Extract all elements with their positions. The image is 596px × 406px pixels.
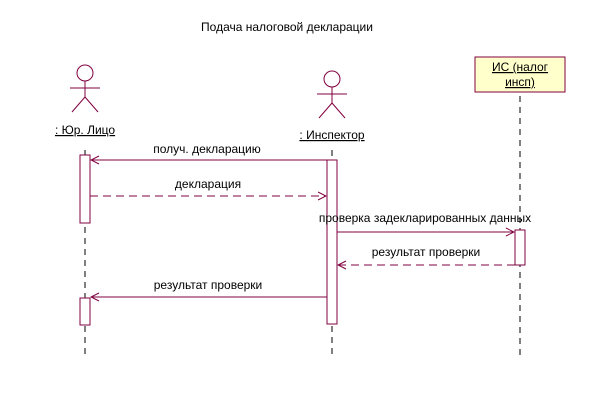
activation-legal-entity-2 (79, 297, 91, 326)
info-system-box (474, 56, 566, 93)
message-m4: результат проверки (338, 245, 515, 265)
actor-inspector-icon (317, 70, 347, 119)
activation-info-system (514, 229, 526, 266)
message-m4-label: результат проверки (372, 245, 481, 259)
info-system-name-line1: ИС (налог (492, 60, 549, 74)
participant-inspector: : Инспектор (299, 70, 365, 357)
message-m3-label: проверка задекларированных данных (319, 211, 531, 225)
participant-legal-entity-name: : Юр. Лицо (55, 123, 115, 137)
participant-legal-entity: : Юр. Лицо (55, 64, 115, 357)
message-m3: проверка задекларированных данных (319, 211, 531, 232)
activation-legal-entity-1 (79, 154, 91, 224)
message-m1-label: получ. декларацию (153, 142, 261, 156)
actor-legal-entity-icon (70, 64, 100, 113)
activation-inspector (326, 159, 338, 325)
diagram-title: Подача налоговой декларации (201, 20, 373, 34)
message-m2-label: декларация (175, 177, 241, 191)
info-system-name-line2: инсп) (505, 75, 535, 89)
message-m2: декларация (90, 177, 326, 196)
participant-inspector-name: : Инспектор (299, 128, 365, 142)
message-m5-label: результат проверки (154, 278, 263, 292)
message-m5: результат проверки (91, 278, 327, 297)
message-m1: получ. декларацию (91, 142, 327, 160)
participant-info-system: ИС (налог инсп) (474, 56, 566, 357)
